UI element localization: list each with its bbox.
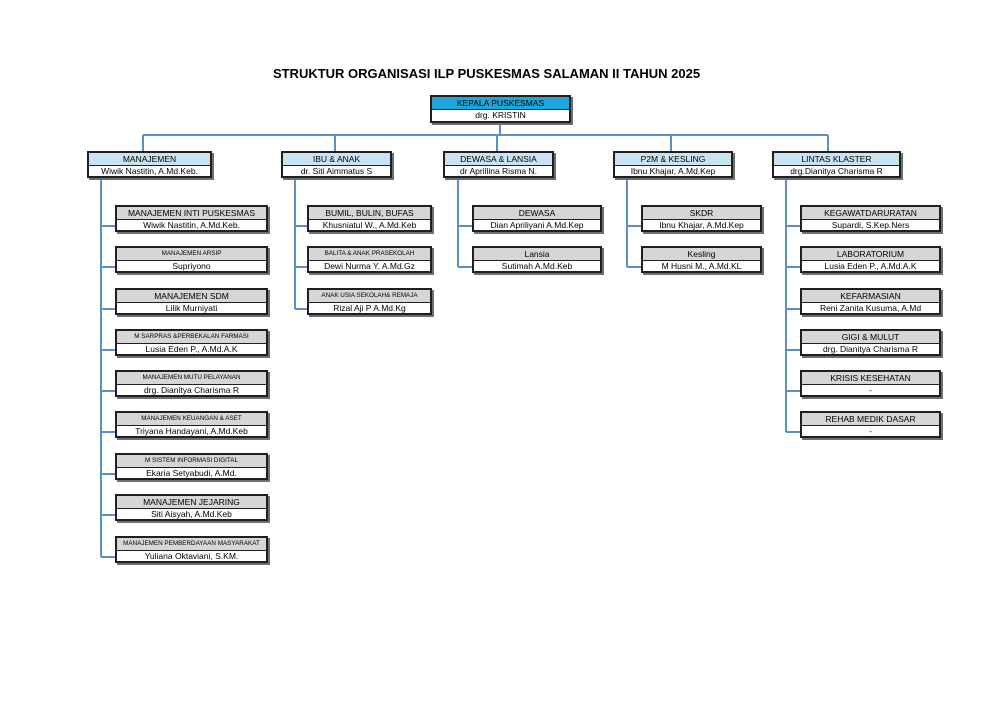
unit-name: drg. Dianitya Charisma R [144, 385, 239, 395]
cluster-name: Wiwik Nastitin, A.Md.Keb. [101, 166, 198, 176]
unit-role: BUMIL, BULIN, BUFAS [309, 207, 430, 220]
unit-role: KEFARMASIAN [802, 290, 939, 303]
unit-role: KRISIS KESEHATAN [802, 372, 939, 385]
unit-name: Khusniatul W., A.Md.Keb [322, 220, 417, 230]
unit-role: KEGAWATDARURATAN [802, 207, 939, 220]
unit-name: Rizal Aji P A.Md.Kg [333, 303, 406, 313]
head-box: KEPALA PUSKESMAS drg. KRISTIN [430, 95, 571, 123]
unit-role: MANAJEMEN KEUANGAN & ASET [117, 413, 266, 426]
cluster-box-lintas-klaster: LINTAS KLASTER drg.Dianitya Charisma R [772, 151, 901, 178]
unit-name: Lusia Eden P., A.Md.A.K [145, 344, 238, 354]
unit-name: Ibnu Khajar, A.Md.Kep [659, 220, 744, 230]
unit-name: Lusia Eden P., A.Md.A.K [824, 261, 917, 271]
unit-role: MANAJEMEN INTI PUSKESMAS [117, 207, 266, 220]
cluster-box-manajemen: MANAJEMEN Wiwik Nastitin, A.Md.Keb. [87, 151, 212, 178]
cluster-role: DEWASA & LANSIA [445, 153, 552, 166]
unit-name: - [869, 385, 872, 395]
unit-box: KEFARMASIAN Reni Zanita Kusuma, A.Md [800, 288, 941, 315]
unit-box: MANAJEMEN MUTU PELAYANAN drg. Dianitya C… [115, 370, 268, 397]
unit-box: MANAJEMEN JEJARING Siti Aisyah, A.Md.Keb [115, 494, 268, 521]
cluster-box-dewasa-lansia: DEWASA & LANSIA dr Aprillina Risma N. [443, 151, 554, 178]
unit-role: BALITA & ANAK PRASEKOLAH [309, 248, 430, 261]
unit-box: MANAJEMEN INTI PUSKESMAS Wiwik Nastitin,… [115, 205, 268, 232]
cluster-name: dr Aprillina Risma N. [460, 166, 537, 176]
unit-name: Yuliana Oktaviani, S.KM. [144, 551, 239, 561]
unit-role: M SISTEM INFORMASI DIGITAL [117, 455, 266, 468]
cluster-name: drg.Dianitya Charisma R [790, 166, 883, 176]
unit-box: MANAJEMEN ARSIP Supriyono [115, 246, 268, 273]
unit-role: MANAJEMEN ARSIP [117, 248, 266, 261]
head-role: KEPALA PUSKESMAS [432, 97, 569, 110]
unit-box: M SISTEM INFORMASI DIGITAL Ekaria Setyab… [115, 453, 268, 480]
cluster-role: MANAJEMEN [89, 153, 210, 166]
cluster-box-p2m-kesling: P2M & KESLING Ibnu Khajar, A.Md.Kep [613, 151, 733, 178]
unit-name: Siti Aisyah, A.Md.Keb [151, 509, 232, 519]
unit-box: KEGAWATDARURATAN Supardi, S.Kep.Ners [800, 205, 941, 232]
unit-box: MANAJEMEN PEMBERDAYAAN MASYARAKAT Yulian… [115, 536, 268, 563]
unit-name: Triyana Handayani, A.Md.Keb [135, 426, 248, 436]
unit-name: Wiwik Nastitin, A.Md.Keb. [143, 220, 240, 230]
unit-role: LABORATORIUM [802, 248, 939, 261]
unit-box: DEWASA Dian Apriliyani A.Md.Kep [472, 205, 602, 232]
unit-role: MANAJEMEN JEJARING [117, 496, 266, 509]
unit-box: LABORATORIUM Lusia Eden P., A.Md.A.K [800, 246, 941, 273]
unit-role: DEWASA [474, 207, 600, 220]
cluster-role: P2M & KESLING [615, 153, 731, 166]
unit-name: Supriyono [172, 261, 211, 271]
unit-box: MANAJEMEN KEUANGAN & ASET Triyana Handay… [115, 411, 268, 438]
unit-box: BUMIL, BULIN, BUFAS Khusniatul W., A.Md.… [307, 205, 432, 232]
unit-role: M SARPRAS &PERBEKALAN FARMASI [117, 331, 266, 344]
unit-box: BALITA & ANAK PRASEKOLAH Dewi Nurma Y. A… [307, 246, 432, 273]
unit-role: ANAK USIA SEKOLAH& REMAJA [309, 290, 430, 303]
unit-box: GIGI & MULUT drg. Dianitya Charisma R [800, 329, 941, 356]
unit-box: M SARPRAS &PERBEKALAN FARMASI Lusia Eden… [115, 329, 268, 356]
cluster-name: Ibnu Khajar, A.Md.Kep [630, 166, 716, 176]
unit-name: drg. Dianitya Charisma R [823, 344, 918, 354]
chart-title: STRUKTUR ORGANISASI ILP PUSKESMAS SALAMA… [272, 66, 701, 81]
unit-name: Sutimah A.Md.Keb [501, 261, 573, 271]
cluster-role: LINTAS KLASTER [774, 153, 899, 166]
unit-name: Dian Apriliyani A.Md.Kep [490, 220, 584, 230]
unit-box: REHAB MEDIK DASAR - [800, 411, 941, 438]
unit-box: SKDR Ibnu Khajar, A.Md.Kep [641, 205, 762, 232]
unit-role: Kesling [643, 248, 760, 261]
unit-role: MANAJEMEN MUTU PELAYANAN [117, 372, 266, 385]
cluster-box-ibu-anak: IBU & ANAK dr. Siti Aimmatus S [281, 151, 392, 178]
unit-box: MANAJEMEN SDM Lilik Murniyati [115, 288, 268, 315]
unit-role: Lansia [474, 248, 600, 261]
cluster-name: dr. Siti Aimmatus S [300, 166, 373, 176]
unit-box: ANAK USIA SEKOLAH& REMAJA Rizal Aji P A.… [307, 288, 432, 315]
unit-role: REHAB MEDIK DASAR [802, 413, 939, 426]
unit-name: M Husni M., A.Md.KL [661, 261, 742, 271]
unit-name: Dewi Nurma Y. A.Md.Gz [324, 261, 415, 271]
head-name: drg. KRISTIN [475, 110, 526, 120]
unit-role: GIGI & MULUT [802, 331, 939, 344]
cluster-role: IBU & ANAK [283, 153, 390, 166]
unit-box: Kesling M Husni M., A.Md.KL [641, 246, 762, 273]
unit-name: Lilik Murniyati [165, 303, 218, 313]
unit-box: KRISIS KESEHATAN - [800, 370, 941, 397]
unit-name: Supardi, S.Kep.Ners [831, 220, 910, 230]
unit-box: Lansia Sutimah A.Md.Keb [472, 246, 602, 273]
unit-name: Reni Zanita Kusuma, A.Md [819, 303, 922, 313]
unit-role: MANAJEMEN SDM [117, 290, 266, 303]
unit-role: MANAJEMEN PEMBERDAYAAN MASYARAKAT [117, 538, 266, 551]
unit-role: SKDR [643, 207, 760, 220]
unit-name: - [869, 426, 872, 436]
unit-name: Ekaria Setyabudi, A.Md. [146, 468, 237, 478]
